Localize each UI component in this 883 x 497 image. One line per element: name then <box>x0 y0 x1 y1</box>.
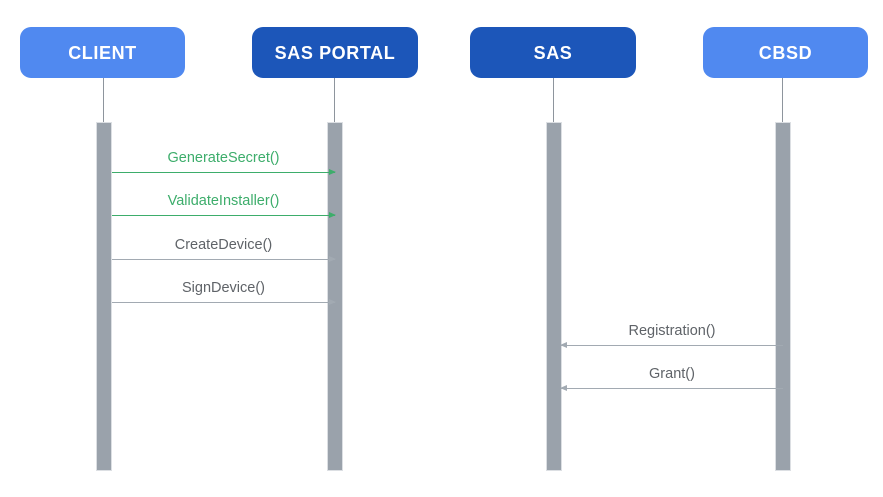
arrowhead-right-icon <box>329 255 336 262</box>
message-line-m6 <box>561 388 783 389</box>
activation-bar-sas-portal <box>327 122 343 471</box>
participant-label-client: CLIENT <box>68 42 137 63</box>
message-m2[interactable]: ValidateInstaller() <box>112 193 336 218</box>
message-label-m1: GenerateSecret() <box>167 150 280 167</box>
activation-bar-client <box>96 122 112 471</box>
lifeline-stem-client <box>103 78 104 122</box>
message-line-m5 <box>561 345 783 346</box>
message-line-m2 <box>112 215 335 216</box>
message-m5[interactable]: Registration() <box>560 323 783 348</box>
participant-label-cbsd: CBSD <box>758 42 813 63</box>
message-line-m4 <box>112 302 335 303</box>
message-label-m5: Registration() <box>628 323 716 340</box>
arrowhead-right-icon <box>329 168 336 175</box>
arrowhead-right-icon <box>329 211 336 218</box>
participant-box-cbsd[interactable]: CBSD <box>703 27 868 78</box>
message-label-m2: ValidateInstaller() <box>167 193 280 210</box>
message-m1[interactable]: GenerateSecret() <box>112 150 336 175</box>
participant-box-sas[interactable]: SAS <box>470 27 636 78</box>
participant-box-sas-portal[interactable]: SAS PORTAL <box>252 27 418 78</box>
participant-label-sas-portal: SAS PORTAL <box>274 42 396 63</box>
arrowhead-right-icon <box>329 298 336 305</box>
participant-label-sas: SAS <box>533 42 573 63</box>
message-line-m1 <box>112 172 335 173</box>
message-label-m4: SignDevice() <box>182 280 265 297</box>
lifeline-stem-sas <box>553 78 554 122</box>
activation-bar-sas <box>546 122 562 471</box>
message-m4[interactable]: SignDevice() <box>112 280 336 305</box>
message-label-m6: Grant() <box>649 366 695 383</box>
participant-box-client[interactable]: CLIENT <box>20 27 185 78</box>
message-line-m3 <box>112 259 335 260</box>
activation-bar-cbsd <box>775 122 791 471</box>
arrowhead-left-icon <box>560 384 567 391</box>
lifeline-stem-cbsd <box>782 78 783 122</box>
message-m6[interactable]: Grant() <box>560 366 783 391</box>
message-m3[interactable]: CreateDevice() <box>112 237 336 262</box>
message-label-m3: CreateDevice() <box>174 237 273 254</box>
lifeline-stem-sas-portal <box>334 78 335 122</box>
arrowhead-left-icon <box>560 341 567 348</box>
